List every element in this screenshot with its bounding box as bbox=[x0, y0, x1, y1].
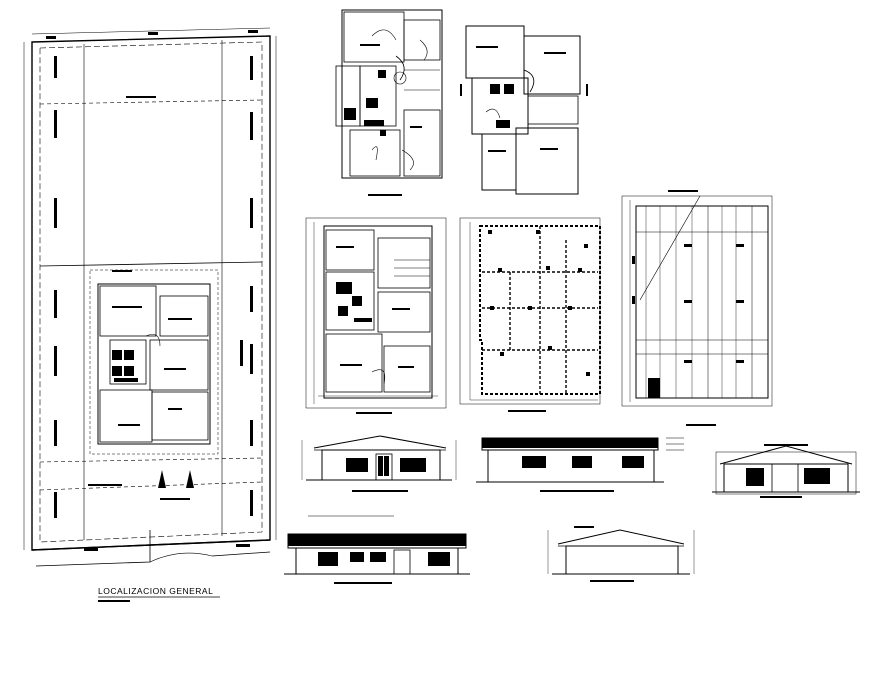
distribution-plan bbox=[305, 217, 447, 409]
distribution-plan-fill bbox=[336, 246, 414, 414]
foundation-plan-fill bbox=[488, 230, 590, 412]
section-elevation-fill bbox=[574, 526, 634, 582]
site-plan bbox=[23, 27, 277, 567]
floor-plan-furnished bbox=[335, 9, 443, 179]
foundation-plan bbox=[459, 217, 601, 405]
floor-plan-furnished-fill bbox=[344, 44, 422, 196]
floor-plan-empty bbox=[465, 25, 581, 195]
front-elevation-fill bbox=[346, 456, 426, 492]
roof-plan bbox=[621, 195, 773, 407]
site-plan-marks bbox=[46, 30, 258, 551]
floor-plan-empty-fill bbox=[460, 46, 588, 152]
rear-elevation bbox=[712, 445, 860, 495]
front-elevation bbox=[301, 435, 457, 481]
rear-elevation-fill bbox=[746, 444, 830, 498]
main-drawing-label: LOCALIZACION GENERAL bbox=[98, 586, 213, 596]
main-label-scale-mark bbox=[98, 600, 130, 602]
main-elevation-fill bbox=[288, 534, 466, 584]
roof-plan-fill bbox=[632, 190, 744, 426]
section-elevation bbox=[547, 529, 695, 575]
side-elevation-fill bbox=[482, 438, 658, 492]
